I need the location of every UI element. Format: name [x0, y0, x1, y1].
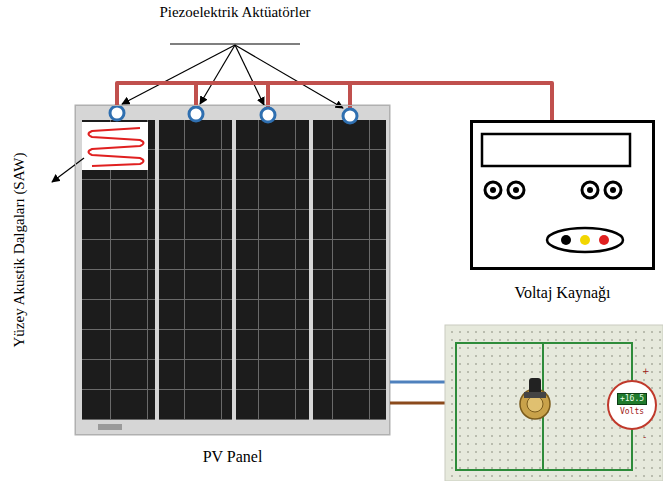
- voltage-source-drawing: [610, 187, 616, 193]
- polarity-sign: +: [642, 366, 650, 376]
- meter-reading: +16.5: [617, 393, 647, 405]
- voltage-source-drawing: [561, 235, 571, 245]
- node-title: Voltaj Kaynağı: [473, 284, 652, 302]
- voltage-source-drawing: [513, 187, 519, 193]
- pv-panel: PV Panel: [75, 105, 390, 435]
- voltage-source-drawing: [587, 187, 593, 193]
- breadboard-circuit: [456, 343, 632, 470]
- voltage-source-drawing: [485, 182, 621, 198]
- pv-panel-drawing: [75, 105, 390, 435]
- potentiometer-symbol: [520, 389, 550, 419]
- potentiometer-symbol: [520, 378, 550, 419]
- pv-panel-drawing: [313, 120, 386, 420]
- red-wire: [117, 83, 552, 120]
- saw-wave-symbol: [82, 122, 148, 170]
- meter-unit: Volts: [620, 407, 644, 417]
- saw-wave-symbol: [89, 128, 144, 166]
- polarity-sign: -: [643, 432, 646, 442]
- voltage-source-drawing: [582, 182, 598, 198]
- voltage-source-drawing: [482, 134, 630, 166]
- piezo-actuator: [343, 109, 357, 123]
- actuator-leaders: [122, 44, 343, 108]
- breadboard-circuit: [445, 325, 663, 481]
- voltage-source-drawing: [547, 228, 623, 252]
- saw-leader: [52, 158, 84, 182]
- actuator-leaders: [235, 45, 343, 108]
- potentiometer-symbol: [524, 392, 546, 398]
- node-title: PV Panel: [76, 448, 389, 466]
- pv-panel-drawing: [159, 120, 232, 420]
- voltage-source-drawing: [485, 182, 501, 198]
- voltage-source-drawing: [580, 235, 590, 245]
- saw-wave-symbol: [82, 122, 148, 170]
- voltage-source: Voltaj Kaynağı: [470, 120, 655, 270]
- callout-label: Piezoelektrik Aktüatörler: [159, 4, 310, 21]
- actuator-leaders: [170, 43, 300, 44]
- actuator-leaders: [122, 45, 235, 104]
- potentiometer-symbol: [527, 396, 543, 412]
- voltage-source-drawing: [490, 187, 616, 193]
- piezo-actuator: [110, 106, 124, 120]
- pv-panel-drawing: [98, 424, 122, 430]
- pv-panel-drawing: [82, 120, 155, 420]
- pv-panel-drawing: [75, 105, 390, 435]
- voltage-source-drawing: [482, 134, 630, 252]
- voltmeter: +16.5Volts: [607, 380, 657, 430]
- piezo-actuator: [261, 108, 275, 122]
- voltage-source-drawing: [605, 182, 621, 198]
- callout-label: Yüzey Akustik Dalgaları (SAW): [11, 153, 28, 348]
- piezo-actuator: [189, 107, 203, 121]
- breadboard-circuit: [456, 343, 632, 470]
- voltage-source-drawing: [599, 235, 609, 245]
- breadboard-circuit: [445, 325, 663, 481]
- voltage-source-drawing: [490, 187, 496, 193]
- voltage-source-drawing: [508, 182, 524, 198]
- pv-panel-drawing: [236, 120, 309, 420]
- actuator-leaders: [200, 45, 235, 104]
- piezo-actuator: [110, 106, 357, 123]
